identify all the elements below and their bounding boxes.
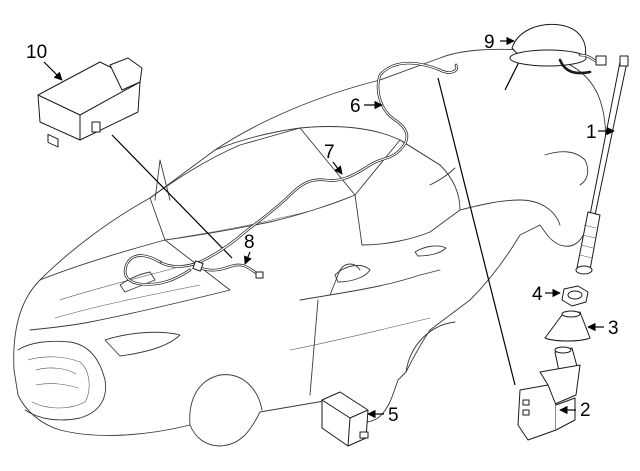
module <box>321 391 369 447</box>
callout-label-6: 6 <box>350 96 361 117</box>
callout-label-1: 1 <box>586 122 597 143</box>
callout-label-3: 3 <box>608 318 619 339</box>
control-module <box>37 57 143 148</box>
antenna-base <box>517 346 581 441</box>
callout-2: 2 <box>559 400 591 421</box>
callout-3: 3 <box>587 318 619 339</box>
roof-antenna <box>509 23 607 75</box>
callout-6: 6 <box>350 96 383 117</box>
callout-label-4: 4 <box>532 284 543 305</box>
antenna-mast <box>575 55 629 275</box>
callout-label-2: 2 <box>580 400 591 421</box>
callout-label-5: 5 <box>388 405 399 426</box>
callout-8: 8 <box>244 232 255 265</box>
callout-10: 10 <box>26 42 63 81</box>
vehicle-body <box>13 48 607 447</box>
bezel <box>544 310 591 342</box>
callout-label-10: 10 <box>26 42 47 63</box>
callout-label-9: 9 <box>484 32 495 53</box>
cable-harness <box>123 61 459 286</box>
callout-label-8: 8 <box>244 232 255 253</box>
callout-5: 5 <box>367 405 399 426</box>
callout-1: 1 <box>586 122 615 143</box>
callout-9: 9 <box>484 32 515 53</box>
callout-4: 4 <box>532 284 561 305</box>
callout-label-7: 7 <box>324 142 335 163</box>
callout-7: 7 <box>324 142 343 175</box>
nut <box>561 285 589 307</box>
